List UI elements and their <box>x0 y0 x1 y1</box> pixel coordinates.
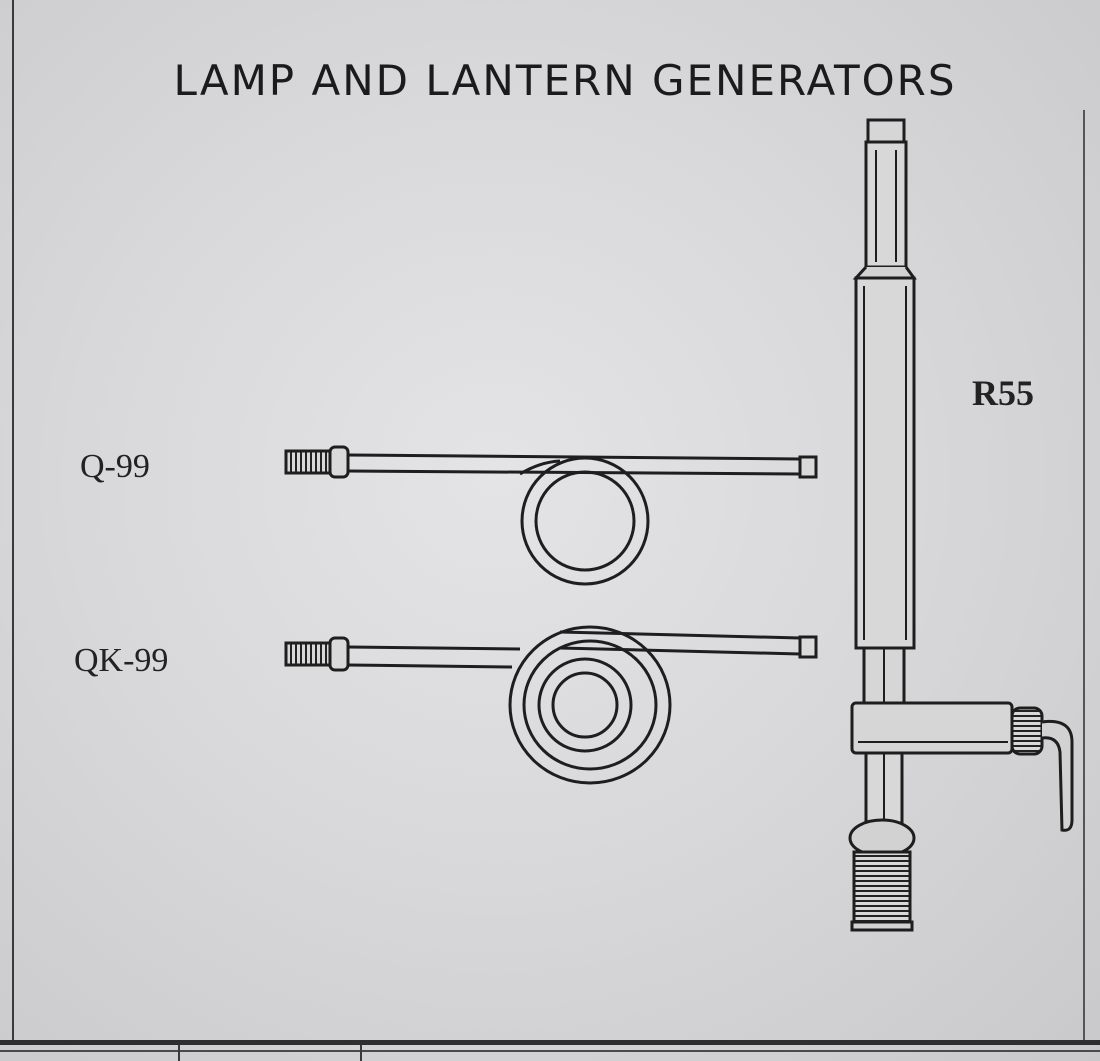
page-title: LAMP AND LANTERN GENERATORS <box>173 56 957 106</box>
double-coil-generator-tube-icon <box>284 625 818 785</box>
item-label-q99: Q-99 <box>80 448 150 485</box>
item-label-r55: R55 <box>972 373 1034 413</box>
table-divider <box>178 1045 180 1061</box>
page-border-bottom <box>0 1040 1100 1045</box>
straight-generator-with-valve-icon <box>848 118 1074 932</box>
item-label-qk99: QK-99 <box>74 642 169 679</box>
page-border-left <box>12 0 14 1045</box>
table-divider <box>360 1045 362 1061</box>
page-border-bottom-rule <box>0 1050 1100 1052</box>
page-border-right <box>1083 110 1085 1045</box>
coiled-generator-tube-icon <box>284 445 818 586</box>
